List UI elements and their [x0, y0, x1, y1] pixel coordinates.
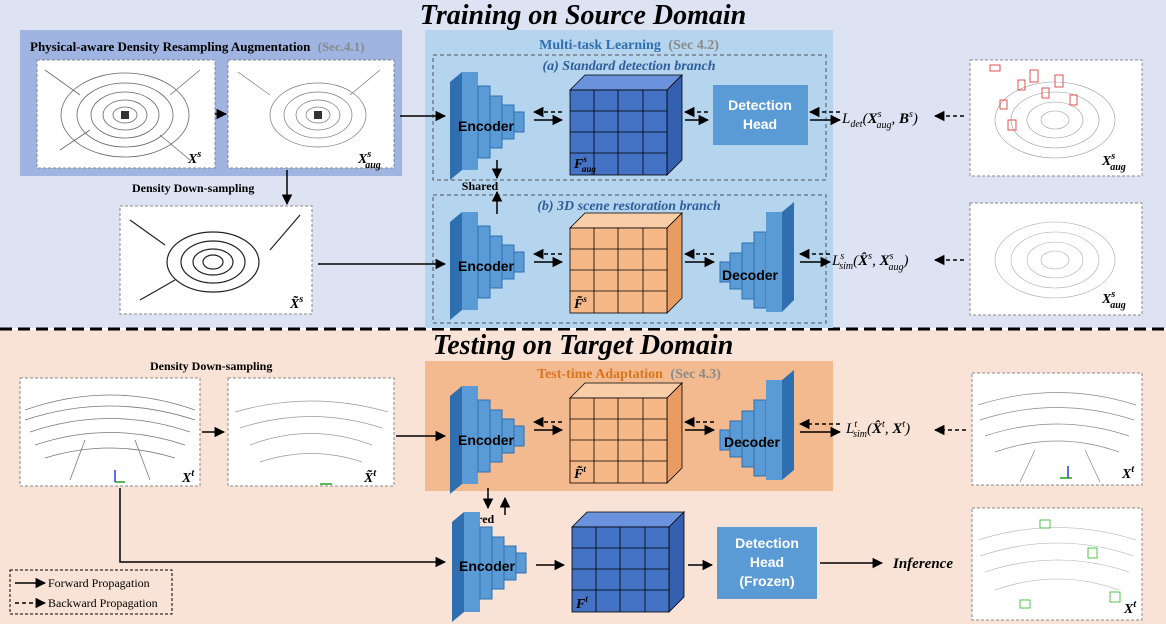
arrow-xt-to-encoder-d — [119, 488, 447, 568]
svg-text:Head: Head — [743, 116, 777, 132]
svg-text:Decoder: Decoder — [724, 434, 781, 450]
lidar-image-xtilde-s: X̃s — [119, 205, 313, 315]
feature-grid-fs: F̃s — [569, 212, 683, 314]
svg-text:Decoder: Decoder — [722, 267, 779, 283]
encoder-a: Encoder — [450, 72, 525, 180]
lidar-image-xt-right: Xt — [971, 372, 1143, 486]
svg-text:Encoder: Encoder — [458, 258, 515, 274]
density-downsampling-label-2: Density Down-sampling — [150, 359, 272, 373]
decoder-b: Decoder — [719, 202, 794, 312]
detection-head-a: Detection Head — [713, 85, 808, 145]
svg-text:Detection: Detection — [735, 535, 799, 551]
lidar-image-xt: Xt — [19, 377, 201, 487]
svg-text:Encoder: Encoder — [459, 558, 516, 574]
encoder-c: Encoder — [450, 386, 525, 494]
shared-label-1: Shared — [462, 179, 499, 193]
decoder-c: Decoder — [719, 370, 794, 480]
svg-text:Encoder: Encoder — [458, 432, 515, 448]
encoder-d: Encoder — [452, 512, 527, 622]
svg-text:Detection: Detection — [728, 97, 792, 113]
density-downsampling-label-1: Density Down-sampling — [132, 181, 254, 195]
branch-a-box — [432, 54, 827, 181]
feature-grid-ft: Ft — [571, 511, 685, 613]
encoder-b: Encoder — [450, 212, 525, 320]
inference-label: Inference — [892, 556, 953, 572]
lidar-image-detections: Xt — [971, 507, 1143, 621]
svg-text:Head: Head — [750, 554, 784, 570]
branch-b-label: (b) 3D scene restoration branch — [537, 199, 721, 214]
testing-title: Testing on Target Domain — [433, 330, 734, 361]
svg-text:Encoder: Encoder — [458, 118, 515, 134]
tta-label: Test-time Adaptation (Sec 4.3) — [537, 367, 721, 382]
legend: Forward Propagation Backward Propagation — [9, 569, 173, 615]
detection-head-frozen: Detection Head (Frozen) — [717, 527, 817, 599]
branch-a-label: (a) Standard detection branch — [542, 59, 715, 74]
lidar-image-xtilde-t: X̃t — [227, 377, 395, 487]
legend-backward: Backward Propagation — [48, 596, 158, 610]
svg-text:F̃t: F̃t — [573, 464, 586, 482]
augmentation-label: Physical-aware Density Resampling Augmen… — [30, 39, 365, 54]
feature-grid-ft-tilde: F̃t — [569, 382, 683, 484]
svg-text:(Frozen): (Frozen) — [739, 573, 794, 589]
svg-text:Ft: Ft — [575, 594, 588, 612]
legend-forward: Forward Propagation — [48, 576, 150, 590]
multitask-label: Multi-task Learning (Sec 4.2) — [539, 38, 719, 53]
training-title: Training on Source Domain — [420, 0, 746, 31]
lidar-image-xs: Xs — [36, 59, 216, 169]
